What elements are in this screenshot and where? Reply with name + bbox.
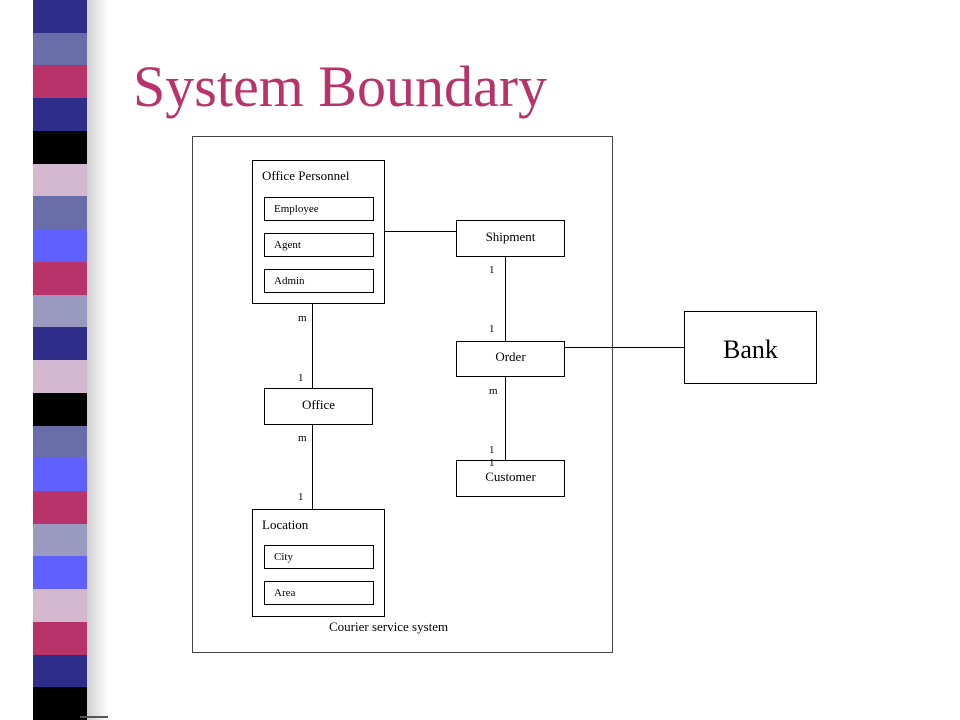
decorative-stripe-bar xyxy=(33,0,87,720)
stripe-segment xyxy=(33,229,87,262)
stripe-segment xyxy=(33,0,87,33)
stripe-segment xyxy=(33,294,87,328)
stripe-segment xyxy=(33,621,87,655)
stripe-segment xyxy=(33,589,87,622)
stripe-segment xyxy=(33,425,87,459)
stripe-segment xyxy=(33,261,87,295)
stripe-segment xyxy=(33,687,87,720)
stripe-segment xyxy=(33,130,87,164)
office-personnel-entity: Office Personnel Employee Agent Admin xyxy=(252,160,385,304)
multiplicity-label: 1 xyxy=(489,444,495,456)
attribute-admin: Admin xyxy=(264,269,374,293)
stripe-segment xyxy=(33,327,87,361)
stripe-segment xyxy=(33,458,87,492)
order-bank-line xyxy=(565,347,684,348)
multiplicity-label: m xyxy=(298,312,307,324)
order-entity: Order xyxy=(456,341,565,377)
attribute-employee: Employee xyxy=(264,197,374,221)
office-entity: Office xyxy=(264,388,373,425)
attribute-area: Area xyxy=(264,581,374,605)
multiplicity-label: 1 xyxy=(298,491,304,503)
stripe-segment xyxy=(33,360,87,393)
stripe-segment xyxy=(33,163,87,197)
multiplicity-label: m xyxy=(489,385,498,397)
system-boundary-label: Courier service system xyxy=(329,619,449,634)
stripe-segment xyxy=(33,32,87,66)
multiplicity-label: 1 xyxy=(489,457,495,469)
attribute-agent: Agent xyxy=(264,233,374,257)
location-entity: Location City Area xyxy=(252,509,385,617)
office-personnel-title: Office Personnel xyxy=(262,168,350,183)
stripe-segment xyxy=(33,392,87,426)
stripe-shadow xyxy=(87,0,108,720)
stripe-bottom-line xyxy=(80,716,108,718)
personnel-shipment-line xyxy=(385,231,457,232)
stripe-segment xyxy=(33,556,87,590)
multiplicity-label: m xyxy=(298,432,307,444)
office-label: Office xyxy=(302,397,335,412)
customer-label: Customer xyxy=(485,469,536,484)
stripe-segment xyxy=(33,65,87,99)
order-customer-line xyxy=(505,377,506,460)
customer-entity: Customer xyxy=(456,460,565,497)
office-location-line xyxy=(312,425,313,509)
stripe-segment xyxy=(33,98,87,131)
bank-label: Bank xyxy=(723,335,778,364)
attribute-city: City xyxy=(264,545,374,569)
shipment-entity: Shipment xyxy=(456,220,565,257)
order-label: Order xyxy=(495,349,526,364)
location-title: Location xyxy=(262,517,309,532)
shipment-label: Shipment xyxy=(485,229,536,244)
shipment-order-line xyxy=(505,257,506,341)
stripe-segment xyxy=(33,196,87,230)
multiplicity-label: 1 xyxy=(489,323,495,335)
multiplicity-label: 1 xyxy=(298,372,304,384)
stripe-segment xyxy=(33,491,87,524)
stripe-segment xyxy=(33,523,87,557)
personnel-office-line xyxy=(312,304,313,388)
multiplicity-label: 1 xyxy=(489,264,495,276)
stripe-segment xyxy=(33,654,87,688)
bank-entity: Bank xyxy=(684,311,817,384)
slide-title: System Boundary xyxy=(133,54,548,119)
